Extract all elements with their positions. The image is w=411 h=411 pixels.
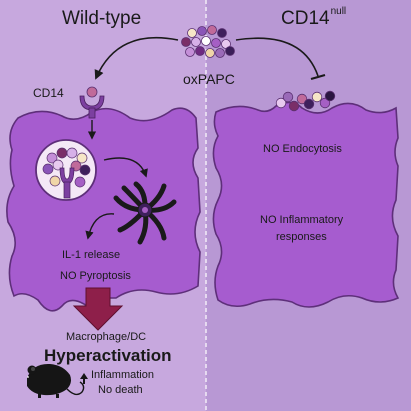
inhibition-bar (310, 73, 326, 81)
inflammasome-icon (113, 181, 177, 245)
inflammation-label: Inflammation (91, 369, 154, 381)
cd14-null-title-sup: null (330, 6, 347, 17)
oxpapc-to-cd14-arrow (94, 36, 179, 80)
hyperactivation-label: Hyperactivation (44, 346, 172, 365)
wild-type-title: Wild-type (62, 8, 142, 29)
no-inflammatory-label: NO Inflammatory (260, 214, 344, 226)
il1-release-label: IL-1 release (62, 249, 121, 261)
cd14-null-title: CD14null (281, 6, 347, 30)
vesicle-to-inflammasome-arrow (103, 157, 148, 178)
no-pyroptosis-label: NO Pyroptosis (60, 270, 131, 282)
inflammasome-to-il1-arrow (85, 213, 115, 240)
oxpapc-label: oxPAPC (183, 71, 235, 87)
no-endocytosis-label: NO Endocytosis (263, 143, 342, 155)
cd14-null-cell (212, 101, 400, 308)
mouse-icon (27, 363, 85, 398)
endocytic-vesicle-icon (35, 139, 97, 201)
no-death-label: No death (98, 384, 143, 396)
cd14-receptor-icon (79, 86, 105, 119)
surface-lipids-icon (275, 90, 336, 112)
up-arrow-icon (80, 373, 88, 384)
oxpapc-cluster-icon (181, 25, 235, 58)
hyperactivation-arrow (72, 287, 124, 331)
oxpapc-inhibition-line (235, 37, 319, 77)
cd14-label: CD14 (33, 86, 64, 100)
macrophage-dc-label: Macrophage/DC (66, 331, 147, 343)
cd14-null-title-base: CD14 (281, 8, 330, 29)
responses-label: responses (276, 231, 327, 243)
